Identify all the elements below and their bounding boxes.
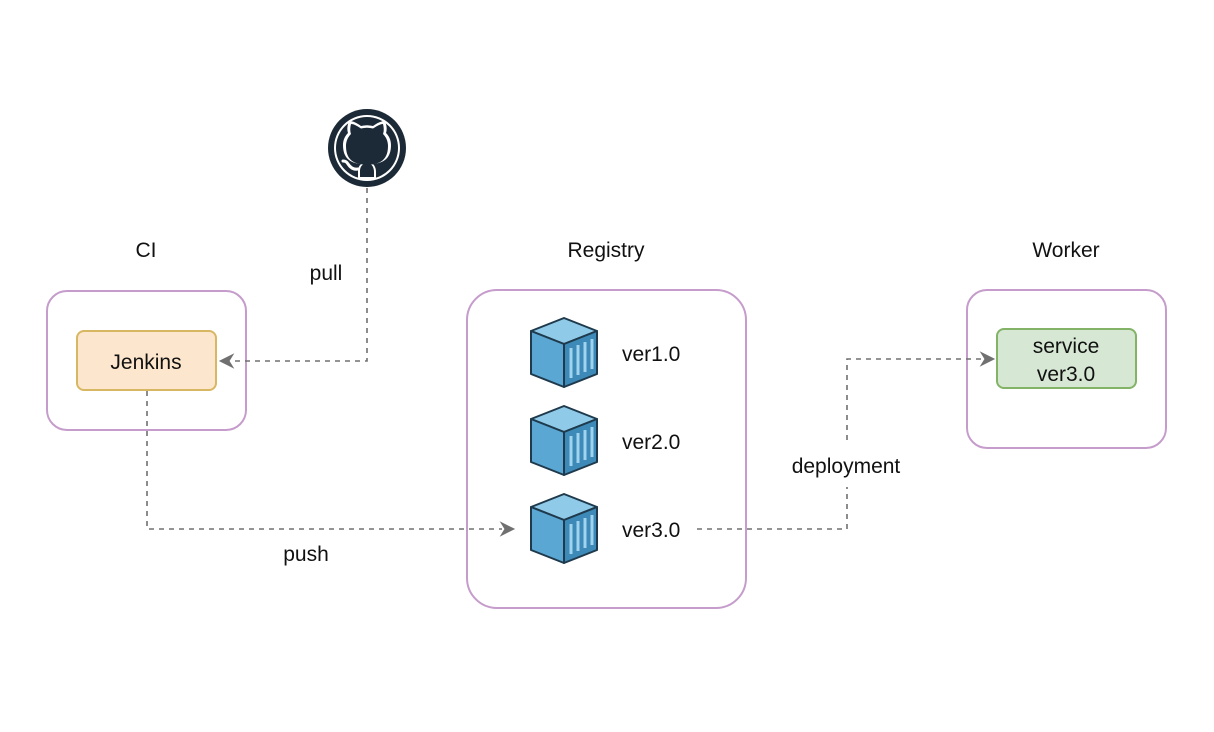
github-octocat-icon[interactable] <box>328 109 406 187</box>
push-edge[interactable] <box>146 391 502 530</box>
deployment-label: deployment <box>792 455 901 478</box>
deployment-edge-upper[interactable] <box>846 358 982 440</box>
registry-image-2[interactable]: ver2.0 <box>529 404 680 477</box>
registry-image-1[interactable]: ver1.0 <box>529 316 680 389</box>
pull-label: pull <box>310 262 343 285</box>
registry-image-1-label: ver1.0 <box>622 343 680 366</box>
deployment-arrowhead <box>979 351 996 367</box>
registry-image-2-label: ver2.0 <box>622 431 680 454</box>
service-box[interactable] <box>996 328 1137 389</box>
worker-group-title: Worker <box>1032 239 1099 262</box>
registry-group-box[interactable] <box>466 289 747 609</box>
container-icon <box>529 404 599 477</box>
ci-group-title: CI <box>136 239 157 262</box>
registry-group-title: Registry <box>567 239 645 262</box>
jenkins-box[interactable] <box>76 330 217 391</box>
pull-label-bg <box>300 258 352 288</box>
service-label-line1: service <box>1033 335 1100 358</box>
pull-arrowhead <box>218 353 235 369</box>
push-label: push <box>283 543 329 566</box>
deployment-edge-lower[interactable] <box>697 487 848 530</box>
registry-image-3[interactable]: ver3.0 <box>529 492 680 565</box>
container-icon <box>529 492 599 565</box>
push-arrowhead <box>499 521 516 537</box>
service-label-line2: ver3.0 <box>1037 363 1095 386</box>
pull-edge[interactable] <box>232 188 368 362</box>
jenkins-label: Jenkins <box>110 351 181 374</box>
registry-image-3-label: ver3.0 <box>622 519 680 542</box>
service-node[interactable]: service ver3.0 <box>996 328 1137 389</box>
container-icon <box>529 316 599 389</box>
jenkins-node[interactable]: Jenkins <box>76 330 217 391</box>
